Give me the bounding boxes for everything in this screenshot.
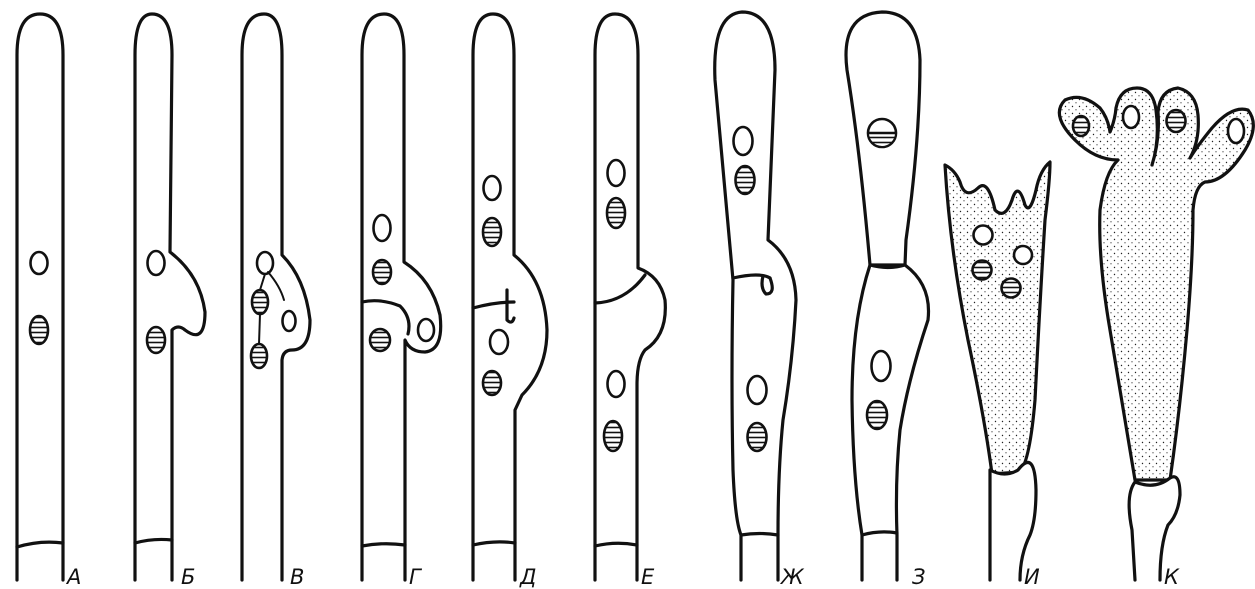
panel-label-v: В [290, 565, 304, 589]
nucleus-light [490, 330, 508, 354]
nucleus-hatched [252, 290, 268, 314]
panel-z [846, 12, 929, 580]
nucleus-hatched [973, 261, 992, 280]
panel-label-zh: Ж [779, 565, 805, 589]
panel-v [242, 14, 310, 580]
panel-b [135, 14, 205, 580]
nucleus-hatched [30, 316, 48, 344]
nucleus-light [374, 215, 391, 241]
panel-zh [715, 12, 796, 580]
nucleus-hatched [607, 198, 625, 228]
nucleus-light [484, 176, 501, 200]
panel-d [473, 14, 547, 580]
nucleus-hatched [147, 327, 165, 353]
dividing-nucleus-link [259, 314, 260, 344]
panel-label-k: К [1164, 565, 1180, 589]
nucleus-hatched [483, 371, 501, 395]
nucleus-hatched [867, 401, 887, 429]
hypha-outline [595, 14, 665, 580]
nucleus-light [872, 351, 891, 381]
spore-nucleus-hatched [1073, 116, 1089, 136]
basidium-body [1059, 88, 1253, 480]
nucleus-hatched [1002, 279, 1021, 298]
nucleus-light [418, 319, 434, 341]
spore-nucleus-hatched [1167, 110, 1186, 132]
nucleus-light [748, 376, 767, 404]
stalk-outline [990, 462, 1036, 580]
nucleus-light [148, 251, 165, 275]
spore-nucleus-light [1228, 119, 1244, 143]
nucleus-hatched [251, 344, 267, 368]
nucleus-light [257, 252, 273, 274]
nucleus-light [1014, 246, 1032, 264]
nucleus-light [31, 252, 48, 274]
hypha-outline [135, 14, 205, 580]
panel-g [362, 14, 441, 580]
panel-label-g: Г [409, 565, 423, 589]
panel-label-e: Е [641, 565, 655, 589]
panel-label-i: И [1024, 565, 1040, 589]
septum [741, 534, 778, 536]
nucleus-hatched [736, 166, 755, 194]
panel-label-z: З [912, 565, 925, 589]
panel-i [945, 162, 1050, 580]
nucleus-hatched [483, 218, 501, 246]
nucleus-hatched [373, 260, 391, 284]
nucleus-light [608, 160, 625, 186]
panel-label-a: А [65, 565, 81, 589]
panel-label-d: Д [519, 565, 536, 589]
nucleus-light [608, 371, 625, 397]
nucleus-hatched [370, 329, 390, 351]
spore-nucleus-light [1123, 106, 1139, 128]
panel-a [17, 14, 63, 580]
hypha-outline [473, 14, 547, 580]
hypha-outline [17, 14, 63, 580]
hypha-outline [362, 14, 441, 580]
nucleus-light [283, 311, 296, 331]
hypha-outline [715, 12, 796, 580]
panel-k [1059, 88, 1253, 580]
nucleus-light [974, 226, 993, 245]
basidium-body [945, 162, 1050, 474]
nucleus-hatched [748, 423, 767, 451]
nucleus-light [734, 127, 753, 155]
nucleus-hatched [604, 421, 622, 451]
panel-label-b: Б [181, 565, 195, 589]
panel-e [595, 14, 665, 580]
